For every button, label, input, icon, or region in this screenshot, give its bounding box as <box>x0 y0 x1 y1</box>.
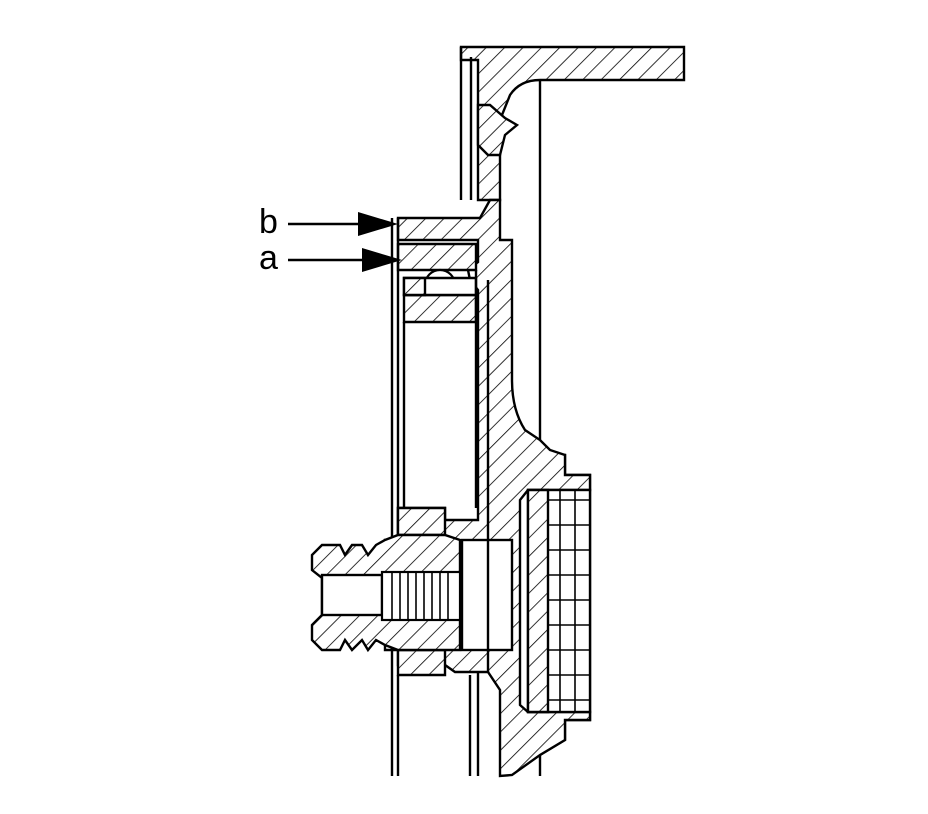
retaining-snap <box>476 103 520 157</box>
fitting-bore <box>320 573 384 617</box>
lower-walls <box>396 672 480 776</box>
callout-b-arrow <box>288 212 398 236</box>
housing-outer-wall <box>459 47 473 200</box>
lower-retainer-bottom <box>396 648 447 677</box>
clutch-pack-wall <box>390 218 406 776</box>
piston-hatch-small <box>402 276 427 297</box>
callout-a-arrow <box>288 248 402 272</box>
callout-label-a: a <box>259 239 278 277</box>
piston-seal-band <box>402 293 478 324</box>
callout-label-b: b <box>259 203 278 241</box>
fitting-threads <box>380 570 462 622</box>
lower-retainer <box>396 506 447 537</box>
piece-a <box>396 242 478 272</box>
spline-teeth <box>548 490 590 712</box>
spline-hub-hatch <box>526 488 550 714</box>
